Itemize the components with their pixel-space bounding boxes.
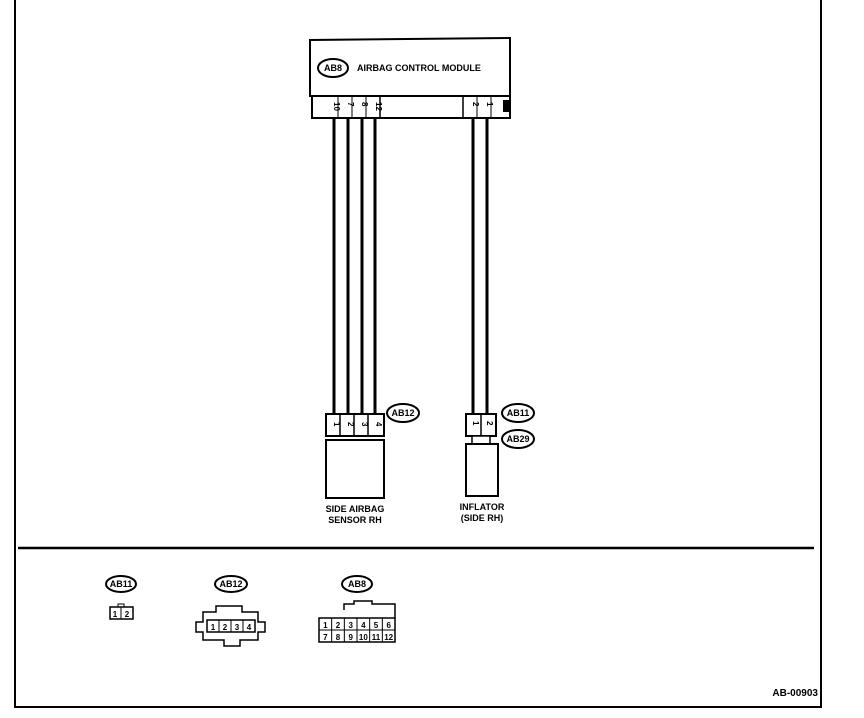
sensor-tag: AB12 [391, 408, 414, 418]
sensor-pin-4: 4 [374, 422, 383, 427]
connector-legend-ab12: AB12 1 2 3 4 [195, 575, 266, 647]
side-airbag-sensor: 1 2 3 4 AB12 SIDE AIRBAG SENSOR RH [325, 403, 420, 525]
connector-legend-ab11: AB11 1 2 [105, 575, 137, 620]
inflator-body [465, 443, 499, 497]
figure-id: AB-00903 [772, 688, 818, 699]
legend-ab8-pin-2: 2 [336, 621, 341, 630]
inflator-tag-top: AB11 [507, 408, 530, 418]
legend-ab12-tag: AB12 [219, 579, 242, 589]
sensor-pin-1: 1 [332, 422, 341, 427]
inflator: 1 2 AB11 AB29 INFLATOR (SIDE RH) [460, 403, 535, 523]
diagram-sheet [14, 0, 822, 708]
legend-ab8-pin-3: 3 [348, 621, 353, 630]
legend-ab8-pin-8: 8 [336, 633, 341, 642]
module-tag-oval [317, 58, 349, 78]
airbag-control-module: AB8 AIRBAG CONTROL MODULE 10 7 8 12 2 1 [309, 36, 511, 119]
module-pin-7: 7 [346, 102, 355, 107]
legend-ab12-pin-1: 1 [211, 623, 216, 632]
sensor-body [325, 439, 385, 499]
module-pin-12: 12 [374, 102, 383, 111]
sensor-pin-3: 3 [360, 422, 369, 427]
module-tag: AB8 [324, 63, 342, 73]
module-pin-2: 2 [471, 102, 480, 107]
legend-ab11-tag: AB11 [110, 579, 133, 589]
legend-ab8-pin-5: 5 [374, 621, 379, 630]
legend-ab8-pin-10: 10 [359, 633, 368, 642]
inflator-pin-2: 2 [485, 421, 494, 426]
inflator-label-line1: INFLATOR [460, 502, 505, 512]
module-pin-8: 8 [360, 102, 369, 107]
module-pin-10: 10 [332, 102, 341, 111]
legend-ab8-pin-7: 7 [323, 633, 328, 642]
wire-harness [332, 118, 489, 414]
legend-ab8-pin-6: 6 [386, 621, 391, 630]
sensor-label-line1: SIDE AIRBAG [326, 504, 385, 514]
inflator-tag-bottom: AB29 [506, 434, 529, 444]
legend-ab8-pin-1: 1 [323, 621, 328, 630]
legend-ab12-pin-4: 4 [247, 623, 252, 632]
legend-ab11-pin-2: 2 [125, 610, 130, 619]
legend-ab12-pin-2: 2 [223, 623, 228, 632]
sensor-label-line2: SENSOR RH [328, 515, 382, 525]
legend-ab8-pin-11: 11 [372, 633, 381, 642]
legend-ab8-pin-12: 12 [384, 633, 393, 642]
legend-ab12-pin-3: 3 [235, 623, 240, 632]
legend-ab8-tag: AB8 [348, 579, 366, 589]
legend-ab8-pin-4: 4 [361, 621, 366, 630]
legend-ab8-pin-9: 9 [348, 633, 353, 642]
sensor-pin-2: 2 [346, 422, 355, 427]
inflator-pin-1: 1 [471, 421, 480, 426]
module-title: AIRBAG CONTROL MODULE [357, 63, 481, 73]
legend-ab11-pin-1: 1 [113, 610, 118, 619]
inflator-label-line2: (SIDE RH) [461, 513, 504, 523]
module-pin-1: 1 [485, 102, 494, 107]
